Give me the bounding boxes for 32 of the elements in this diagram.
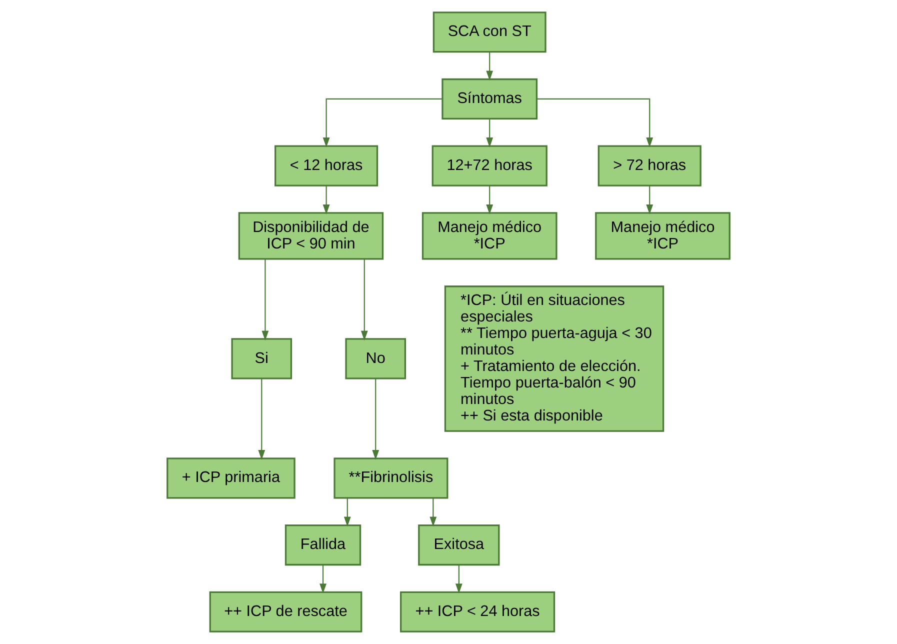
node-box: Manejo médico *ICP: [595, 212, 730, 260]
node-box: Si: [231, 338, 292, 380]
arrow: [455, 565, 462, 594]
node-box: Fallida: [284, 524, 362, 566]
arrow: [486, 186, 494, 214]
node-box: SCA con ST: [432, 12, 546, 53]
node-box: Síntomas: [442, 78, 538, 120]
node-box: < 12 horas: [274, 145, 378, 186]
arrow: [372, 378, 380, 460]
arrow: [486, 119, 494, 148]
node-box: **Fibrinolisis: [334, 458, 448, 499]
arrow: [430, 498, 437, 527]
arrow: [320, 565, 326, 594]
node-box: *ICP: Útil en situaciones especiales ** Tiempo puerta-aguja < 30 minutos + Tratamiento de elección. Tiempo puerta-balón < 90 minutos ++ Si esta disponible: [444, 286, 664, 432]
arrow: [258, 378, 266, 460]
arrow: [344, 498, 351, 527]
node-box: 12+72 horas: [432, 145, 548, 186]
arrow: [486, 52, 494, 81]
arrow: [360, 259, 368, 341]
node-box: Manejo médico *ICP: [422, 212, 558, 260]
arrow: [646, 186, 654, 214]
arrow: [322, 186, 330, 214]
arrow: [262, 259, 269, 341]
node-box: + ICP primaria: [166, 458, 296, 499]
node-box: > 72 horas: [598, 145, 702, 186]
node-box: Disponibilidad de ICP < 90 min: [238, 212, 384, 260]
arrow: [536, 98, 654, 148]
node-box: ++ ICP < 24 horas: [400, 591, 556, 632]
node-box: ++ ICP de rescate: [209, 591, 362, 632]
arrow: [322, 98, 442, 148]
node-box: Exitosa: [418, 524, 500, 566]
node-box: No: [345, 338, 406, 380]
